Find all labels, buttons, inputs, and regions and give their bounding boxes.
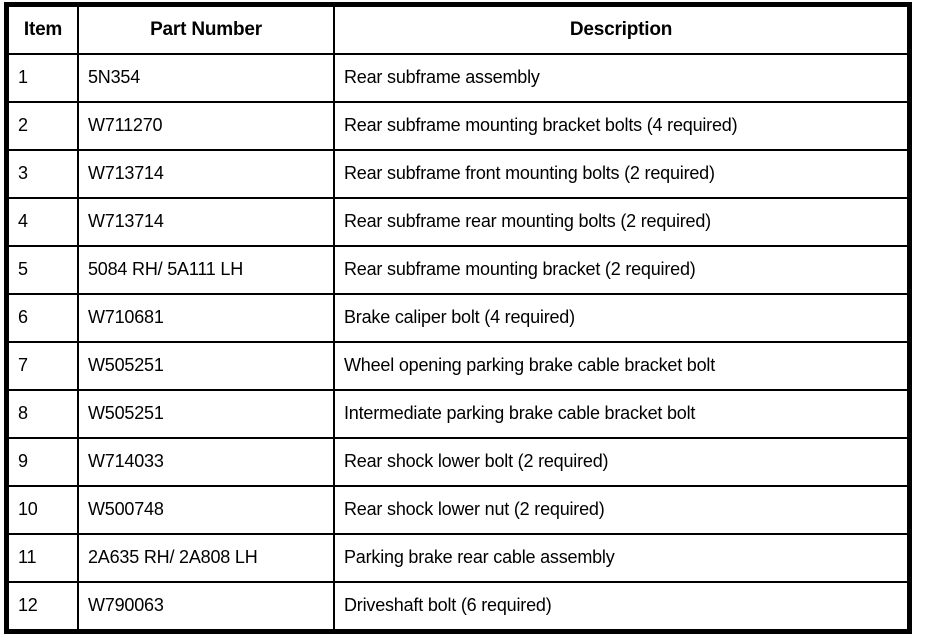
cell-part-number: 5084 RH/ 5A111 LH [77, 244, 335, 295]
parts-table-header: Item Part Number Description [5, 3, 911, 55]
cell-part-number: W713714 [77, 196, 335, 247]
header-item: Item [5, 3, 79, 55]
cell-item: 10 [5, 484, 79, 535]
cell-description: Rear subframe rear mounting bolts (2 req… [333, 196, 911, 247]
cell-part-number: W505251 [77, 388, 335, 439]
cell-item: 2 [5, 100, 79, 151]
cell-item: 5 [5, 244, 79, 295]
cell-part-number: W710681 [77, 292, 335, 343]
cell-description: Driveshaft bolt (6 required) [333, 580, 911, 633]
cell-item: 11 [5, 532, 79, 583]
cell-description: Rear subframe mounting bracket bolts (4 … [333, 100, 911, 151]
cell-description: Rear subframe mounting bracket (2 requir… [333, 244, 911, 295]
cell-description: Intermediate parking brake cable bracket… [333, 388, 911, 439]
cell-part-number: W505251 [77, 340, 335, 391]
cell-item: 3 [5, 148, 79, 199]
header-description: Description [333, 3, 911, 55]
cell-description: Parking brake rear cable assembly [333, 532, 911, 583]
header-part-number: Part Number [77, 3, 335, 55]
cell-part-number: W714033 [77, 436, 335, 487]
cell-part-number: 5N354 [77, 53, 335, 103]
cell-part-number: W790063 [77, 580, 335, 633]
cell-item: 8 [5, 388, 79, 439]
cell-item: 1 [5, 53, 79, 103]
cell-item: 6 [5, 292, 79, 343]
cell-part-number: W500748 [77, 484, 335, 535]
cell-item: 7 [5, 340, 79, 391]
cell-item: 9 [5, 436, 79, 487]
cell-description: Rear subframe assembly [333, 53, 911, 103]
cell-part-number: W713714 [77, 148, 335, 199]
cell-part-number: 2A635 RH/ 2A808 LH [77, 532, 335, 583]
header-row: Item Part Number Description [5, 3, 911, 55]
cell-description: Wheel opening parking brake cable bracke… [333, 340, 911, 391]
cell-item: 4 [5, 196, 79, 247]
cell-item: 12 [5, 580, 79, 633]
cell-description: Rear shock lower bolt (2 required) [333, 436, 911, 487]
cell-description: Brake caliper bolt (4 required) [333, 292, 911, 343]
cell-description: Rear subframe front mounting bolts (2 re… [333, 148, 911, 199]
cell-description: Rear shock lower nut (2 required) [333, 484, 911, 535]
cell-part-number: W711270 [77, 100, 335, 151]
